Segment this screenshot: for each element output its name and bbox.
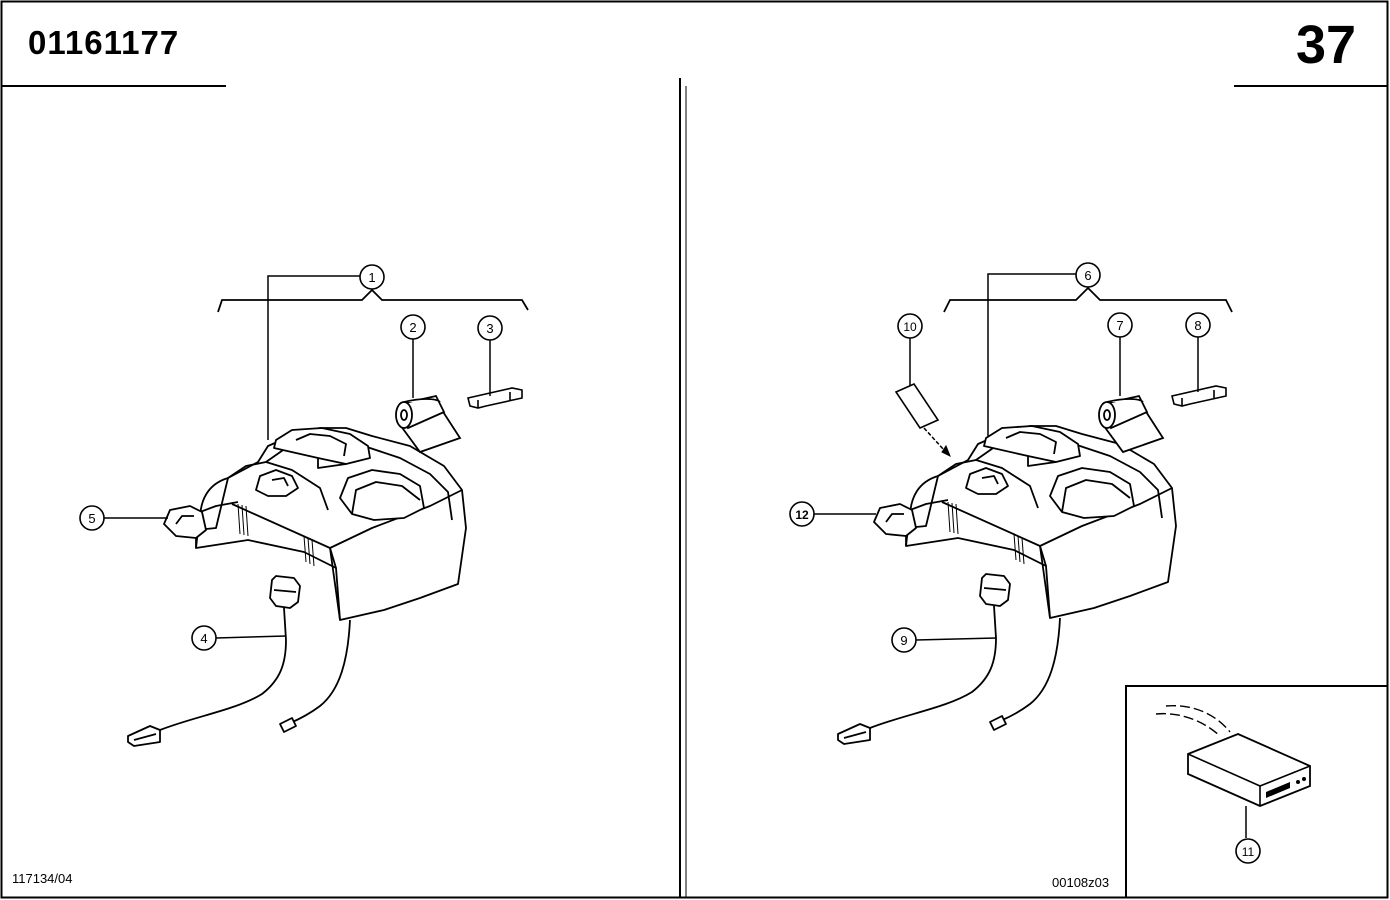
callout-6: 6 [1075,262,1101,288]
callout-12: 12 [789,501,815,527]
callout-3: 3 [477,315,503,341]
inset-box [1125,685,1388,898]
callout-11-label: 11 [1242,845,1255,859]
left-drawing-reference: 117134/04 [12,871,73,886]
callout-10: 10 [897,313,923,339]
callout-8: 8 [1185,312,1211,338]
callout-4: 4 [191,625,217,651]
callout-9: 9 [891,627,917,653]
callout-1: 1 [359,264,385,290]
callout-4-label: 4 [200,631,207,646]
callout-12-label: 12 [795,508,809,522]
callout-2-label: 2 [409,320,416,335]
left-panel-drawing [104,275,529,747]
callout-9-label: 9 [900,633,907,648]
right-panel-drawing [814,273,1233,745]
callout-5-label: 5 [88,511,95,526]
callout-2: 2 [400,314,426,340]
callout-8-label: 8 [1194,318,1201,333]
callout-6-label: 6 [1084,268,1091,283]
callout-11: 11 [1235,838,1261,864]
callout-1-label: 1 [368,270,375,285]
right-drawing-reference: 00108z03 [1052,875,1110,890]
page-number: 37 [1296,15,1357,75]
callout-7-label: 7 [1116,318,1123,333]
part-number-heading: 01161177 [28,24,180,61]
callout-10-label: 10 [903,320,917,334]
callout-7: 7 [1107,312,1133,338]
callout-3-label: 3 [486,321,493,336]
callout-5: 5 [79,505,105,531]
